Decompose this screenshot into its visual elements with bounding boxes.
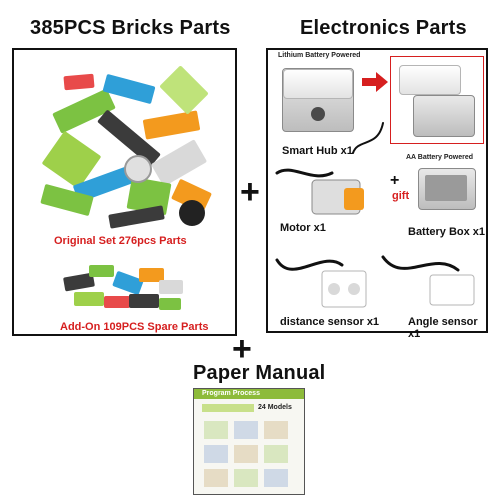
angle-sensor-image — [381, 255, 475, 306]
aa-note: AA Battery Powered — [406, 154, 474, 161]
smart-hub-label: Smart Hub x1 — [282, 145, 353, 157]
plus-sign-gift: + — [390, 172, 400, 189]
distance-sensor-image — [275, 258, 367, 308]
plus-sign-center: + — [240, 173, 260, 211]
motor-label: Motor x1 — [280, 222, 326, 234]
arrow-right-icon — [362, 72, 388, 92]
battery-box-image — [418, 168, 476, 210]
angle-sensor-label: Angle sensor x1 — [408, 316, 478, 340]
smart-hub-image — [282, 68, 354, 132]
electronics-heading: Electronics Parts — [300, 17, 467, 39]
original-set-image — [34, 60, 219, 240]
original-set-label: Original Set 276pcs Parts — [54, 235, 187, 247]
bricks-panel: Original Set 276pcs Parts Add-On 109PCS … — [12, 48, 237, 336]
addon-parts-label: Add-On 109PCS Spare Parts — [60, 321, 209, 333]
electronics-panel: Lithium Battery Powered Smart Hub x1 Mot… — [266, 48, 488, 340]
lithium-note: Lithium Battery Powered — [278, 52, 361, 59]
program-process-bar — [194, 389, 304, 399]
models-count-label: 24 Models — [258, 404, 292, 411]
paper-manual-image: Program Process 24 Models — [193, 388, 305, 495]
motor-image — [275, 168, 364, 215]
program-process-label: Program Process — [202, 390, 260, 397]
gift-label: gift — [392, 190, 410, 202]
battery-box-label: Battery Box x1 — [408, 226, 486, 238]
plus-sign-bottom: + — [232, 330, 252, 368]
upgraded-hub-frame — [390, 56, 484, 144]
bricks-heading: 385PCS Bricks Parts — [30, 17, 231, 39]
manual-heading: Paper Manual — [193, 362, 326, 384]
usb-cable-image — [352, 122, 384, 154]
addon-parts-image — [59, 260, 189, 315]
distance-sensor-label: distance sensor x1 — [280, 316, 380, 328]
